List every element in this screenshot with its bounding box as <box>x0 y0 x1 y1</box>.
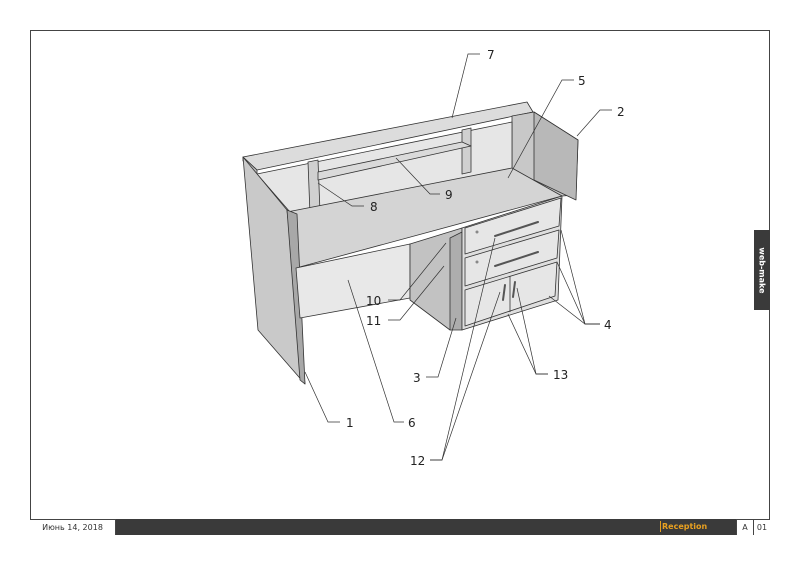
callout-4: 4 <box>604 318 612 332</box>
callout-7: 7 <box>487 48 495 62</box>
callout-12: 12 <box>410 454 425 468</box>
leader-6 <box>347 279 404 423</box>
callout-8: 8 <box>370 200 378 214</box>
leader-4b <box>556 261 600 325</box>
leader-10 <box>388 242 447 301</box>
leader-1 <box>304 371 340 423</box>
leader-13b <box>507 313 548 375</box>
drawer-middle <box>464 229 560 287</box>
callout-2: 2 <box>617 105 625 119</box>
title-block-date: Июнь 14, 2018 <box>30 519 116 535</box>
title-block-bar: Reception <box>116 519 736 535</box>
handle-right-vertical <box>512 281 516 298</box>
title-block-revision: A <box>736 519 753 535</box>
shelf-upright-right <box>461 127 472 175</box>
left-panel-front <box>286 209 306 385</box>
callout-13: 13 <box>553 368 568 382</box>
title-block-sheet-number: 01 <box>753 519 770 535</box>
handle-top <box>494 221 539 237</box>
callout-10: 10 <box>366 294 381 308</box>
inner-shelf <box>317 141 472 181</box>
leader-5 <box>507 79 574 179</box>
handle-middle <box>494 251 539 267</box>
drawer-bottom <box>464 261 558 327</box>
side-tab-label: web-make <box>757 246 767 294</box>
leader-9 <box>395 157 440 195</box>
knob-middle <box>475 260 479 264</box>
callout-3: 3 <box>413 371 421 385</box>
leader-2 <box>576 109 612 137</box>
title-block-title: Reception <box>662 522 708 531</box>
leader-3 <box>426 317 457 378</box>
drawer-top <box>464 197 562 255</box>
callout-9: 9 <box>445 188 453 202</box>
leader-8 <box>317 182 364 207</box>
leader-12b <box>430 291 501 461</box>
callout-6: 6 <box>408 416 416 430</box>
leader-11 <box>388 265 445 321</box>
title-accent-mark <box>660 521 661 532</box>
side-tab: web-make <box>754 230 770 310</box>
right-panel-face <box>533 111 579 201</box>
leader-4c <box>548 295 600 325</box>
knob-top <box>475 230 479 234</box>
partition-front <box>449 231 463 331</box>
title-block: Июнь 14, 2018 Reception A 01 <box>30 519 770 535</box>
callout-5: 5 <box>578 74 586 88</box>
callout-1: 1 <box>346 416 354 430</box>
handle-left-vertical <box>502 284 506 301</box>
leader-7 <box>451 53 480 119</box>
callout-11: 11 <box>366 314 381 328</box>
